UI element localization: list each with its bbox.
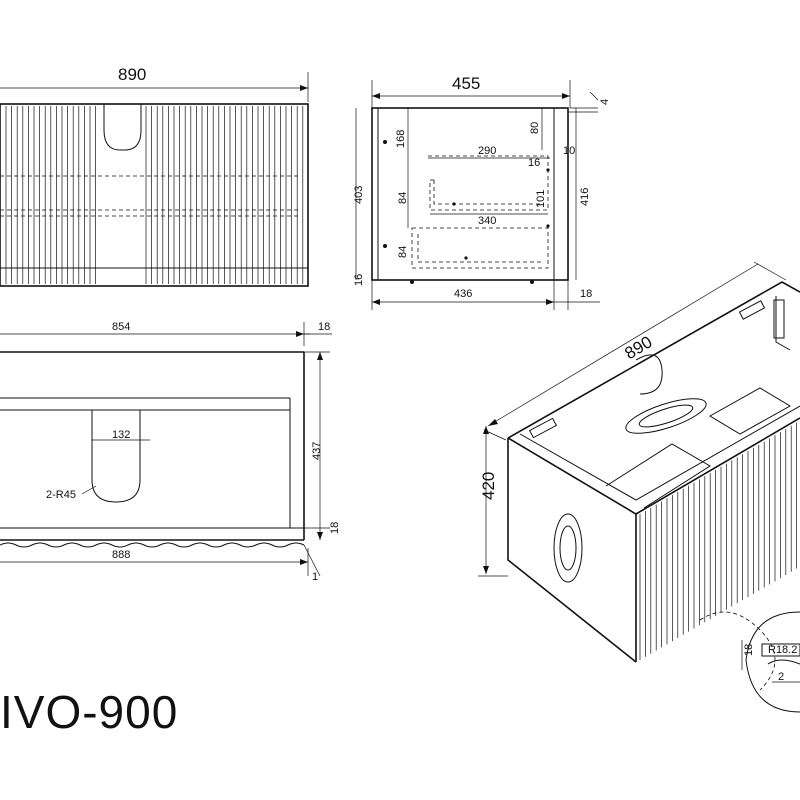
side-dim-290: 290 [478,145,496,157]
side-dim-168: 168 [395,130,407,148]
side-depth-top-label: 455 [452,74,480,93]
side-dim-416: 416 [579,188,591,206]
top-thick-top-label: 18 [318,321,330,333]
iso-view: 890 420 [478,261,800,691]
side-dim-16b: 16 [353,274,365,286]
side-dim-84b: 84 [397,246,409,258]
side-dim-84a: 84 [397,192,409,204]
side-dim-80: 80 [529,122,541,134]
detail-gap-label: 2 [778,671,784,683]
detail-view: 18 R18.2 2 [741,611,800,713]
side-dim-101: 101 [535,190,547,208]
top-width-inner-label: 854 [112,321,130,333]
side-dim-403: 403 [353,186,365,204]
side-thickness-label: 18 [580,288,592,300]
top-width-outer-label: 888 [112,549,130,561]
side-dim-16a: 16 [528,157,540,169]
front-view: 890 [0,65,309,287]
top-cutout-label: 132 [112,429,130,441]
side-depth-bottom-label: 436 [454,288,472,300]
detail-radius-label: R18.2 [768,644,797,656]
top-lip-label: 1 [312,571,318,583]
iso-flutes [639,422,797,660]
iso-height-label: 420 [479,472,498,500]
side-view: 455 4 168 80 290 16 10 403 84 [353,74,611,310]
front-flutes [5,106,304,284]
front-width-label: 890 [118,65,146,84]
side-dim-10: 10 [563,145,575,157]
top-radius-label: 2-R45 [46,489,76,501]
top-depth-label: 437 [311,442,323,460]
top-thick-bottom-label: 18 [329,522,341,534]
model-name: IVO-900 [0,686,178,738]
side-dim-340: 340 [478,215,496,227]
detail-height-label: 18 [743,644,755,656]
side-top-gap-label: 4 [599,99,611,105]
top-view: 854 18 132 2-R45 437 18 888 1 [0,321,341,583]
